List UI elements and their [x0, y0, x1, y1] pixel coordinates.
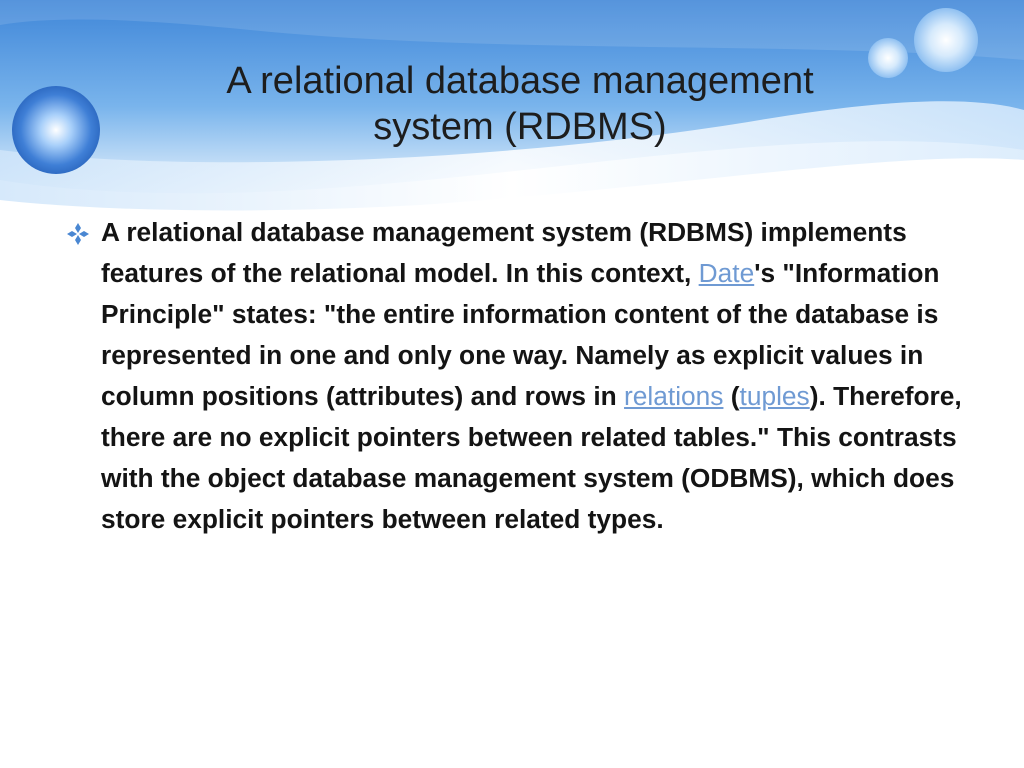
header-banner: [0, 0, 1024, 215]
slide-title-line-2: system (RDBMS): [373, 106, 667, 148]
diamond-bullet-icon: [67, 223, 89, 245]
relations-link[interactable]: relations: [624, 381, 724, 411]
bullet-paragraph: A relational database management system …: [101, 212, 966, 540]
paragraph-text-2: 's "Information Principle" states: "the …: [101, 258, 940, 411]
tuples-link[interactable]: tuples: [739, 381, 810, 411]
slide-body: A relational database management system …: [66, 212, 966, 540]
orb-decoration-small: [868, 38, 908, 78]
date-link[interactable]: Date: [698, 258, 755, 288]
paragraph-text-4: ). Therefore, there are no explicit poin…: [101, 381, 962, 534]
orb-decoration-right: [914, 8, 978, 72]
slide-title-line-1: A relational database management: [226, 60, 814, 102]
paragraph-text-3: (: [723, 381, 740, 411]
paragraph-text-1: A relational database management system …: [101, 217, 907, 288]
orb-decoration-left: [12, 86, 100, 174]
slide-title: A relational database management system …: [60, 58, 980, 150]
